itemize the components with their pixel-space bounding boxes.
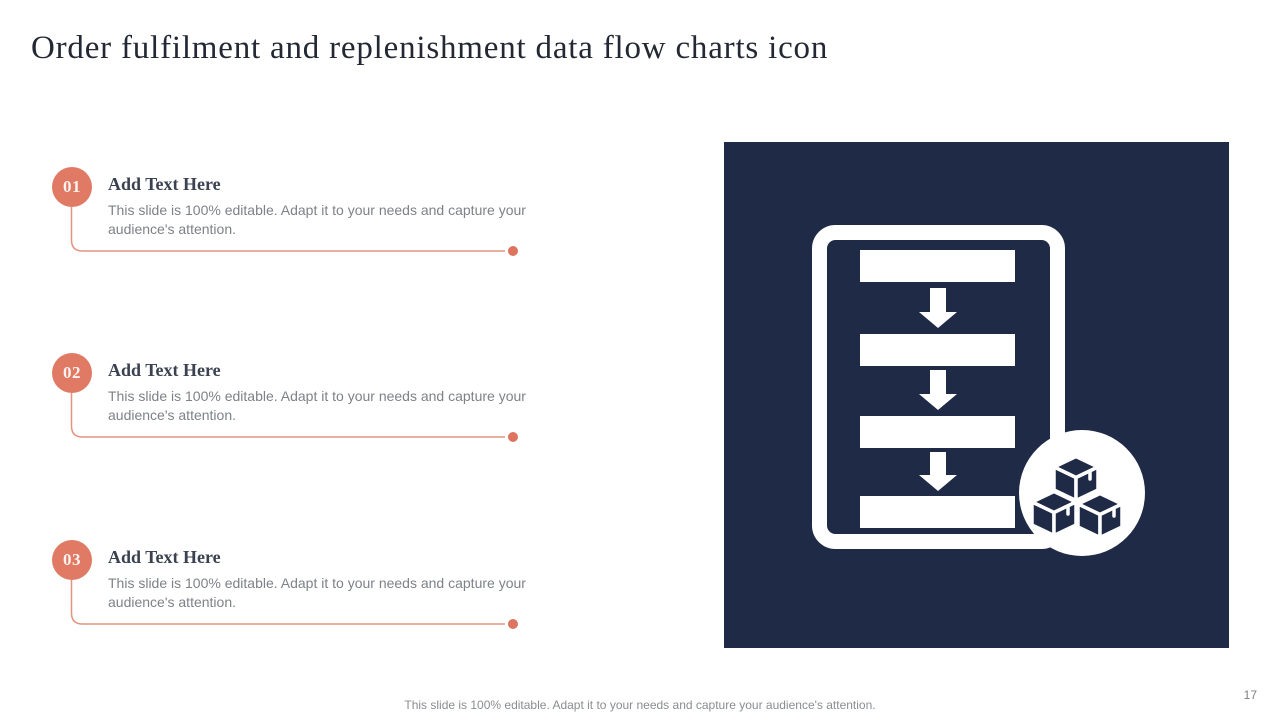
list-item-01: 01 Add Text Here This slide is 100% edit… bbox=[0, 167, 620, 287]
order-flow-document-icon bbox=[724, 142, 1229, 648]
flowchart-document-graphic bbox=[812, 225, 1145, 556]
list-item-02: 02 Add Text Here This slide is 100% edit… bbox=[0, 353, 620, 473]
item-body-text: This slide is 100% editable. Adapt it to… bbox=[108, 202, 526, 237]
connector-line-icon bbox=[70, 207, 518, 256]
connector-line-icon bbox=[70, 393, 518, 442]
down-arrow-icon bbox=[919, 452, 957, 491]
flow-step-bar bbox=[860, 334, 1015, 366]
item-heading: Add Text Here bbox=[108, 360, 221, 380]
page-number: 17 bbox=[1243, 688, 1257, 702]
item-number-badge: 01 bbox=[52, 167, 92, 207]
document-outline-icon bbox=[812, 225, 1065, 549]
flow-step-bar bbox=[860, 496, 1015, 528]
item-body-text: This slide is 100% editable. Adapt it to… bbox=[108, 388, 526, 423]
down-arrow-icon bbox=[919, 370, 957, 410]
list-item-03: 03 Add Text Here This slide is 100% edit… bbox=[0, 540, 620, 660]
item-heading: Add Text Here bbox=[108, 547, 221, 567]
item-heading: Add Text Here bbox=[108, 174, 221, 194]
item-number-badge: 02 bbox=[52, 353, 92, 393]
connector-line-icon bbox=[70, 580, 518, 629]
stacked-packages-icon bbox=[1030, 454, 1124, 540]
down-arrow-icon bbox=[919, 288, 957, 328]
flow-step-bar bbox=[860, 416, 1015, 448]
item-number-badge: 03 bbox=[52, 540, 92, 580]
footer-note: This slide is 100% editable. Adapt it to… bbox=[404, 698, 876, 712]
slide-title: Order fulfilment and replenishment data … bbox=[31, 30, 829, 66]
item-body-text: This slide is 100% editable. Adapt it to… bbox=[108, 575, 526, 610]
flow-step-bar bbox=[860, 250, 1015, 282]
